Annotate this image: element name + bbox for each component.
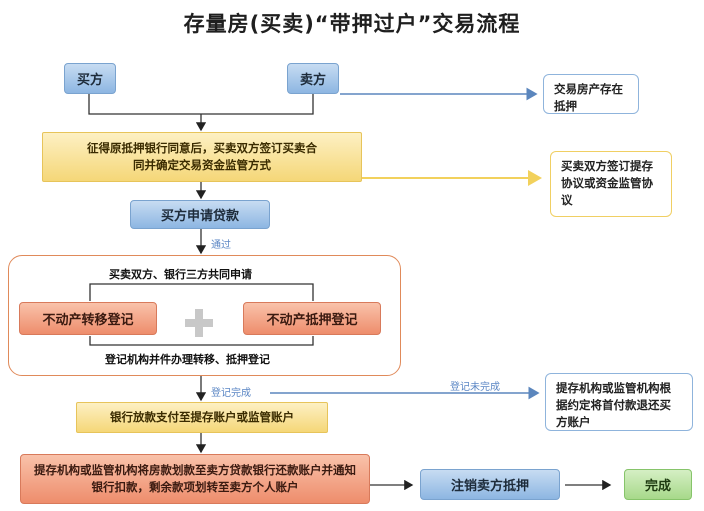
- note-refund-text: 提存机构或监管机构根据约定将首付款退还买方账户: [556, 381, 671, 429]
- bank-pay-box: 银行放款支付至提存账户或监管账户: [76, 402, 328, 433]
- page-title: 存量房(买卖)“带押过户”交易流程: [183, 12, 521, 36]
- note-agreement: 买卖双方签订提存协议或资金监管协议: [550, 151, 672, 217]
- complete-label: 完成: [644, 479, 671, 494]
- note-mortgage: 交易房产存在抵押: [543, 74, 639, 114]
- buyer-box: 买方: [64, 63, 116, 94]
- approved-label: 通过: [211, 240, 231, 251]
- plus-icon: [185, 309, 213, 337]
- mortgage-registration-label: 不动产抵押登记: [266, 313, 358, 328]
- cancel-mortgage-box: 注销卖方抵押: [420, 469, 560, 500]
- registration-done-label: 登记完成: [211, 388, 251, 399]
- note-mortgage-text: 交易房产存在抵押: [554, 82, 623, 113]
- registration-not-done-label: 登记未完成: [450, 382, 500, 393]
- transfer-registration-box: 不动产转移登记: [19, 302, 157, 335]
- loan-apply-label: 买方申请贷款: [160, 209, 239, 224]
- consent-box: 征得原抵押银行同意后，买卖双方签订买卖合同并确定交易资金监管方式: [42, 132, 362, 182]
- loan-apply-box: 买方申请贷款: [130, 200, 270, 229]
- joint-apply-text: 买卖双方、银行三方共同申请: [109, 268, 252, 281]
- buyer-label: 买方: [76, 73, 103, 88]
- registry-handles-text: 登记机构并件办理转移、抵押登记: [105, 353, 270, 366]
- seller-label: 卖方: [299, 73, 326, 88]
- note-refund: 提存机构或监管机构根据约定将首付款退还买方账户: [545, 373, 693, 431]
- cancel-mortgage-label: 注销卖方抵押: [450, 479, 529, 494]
- final-transfer-text: 提存机构或监管机构将房款划款至卖方贷款银行还款账户并通知银行扣款，剩余款项划转至…: [34, 463, 356, 494]
- note-agreement-text: 买卖双方签订提存协议或资金监管协议: [561, 159, 653, 207]
- complete-box: 完成: [624, 469, 692, 500]
- consent-text: 征得原抵押银行同意后，买卖双方签订买卖合同并确定交易资金监管方式: [87, 141, 317, 172]
- seller-box: 卖方: [287, 63, 339, 94]
- final-transfer-box: 提存机构或监管机构将房款划款至卖方贷款银行还款账户并通知银行扣款，剩余款项划转至…: [20, 454, 370, 504]
- bank-pay-text: 银行放款支付至提存账户或监管账户: [110, 410, 294, 424]
- transfer-registration-label: 不动产转移登记: [42, 313, 134, 328]
- mortgage-registration-box: 不动产抵押登记: [243, 302, 381, 335]
- registration-group: [8, 255, 401, 376]
